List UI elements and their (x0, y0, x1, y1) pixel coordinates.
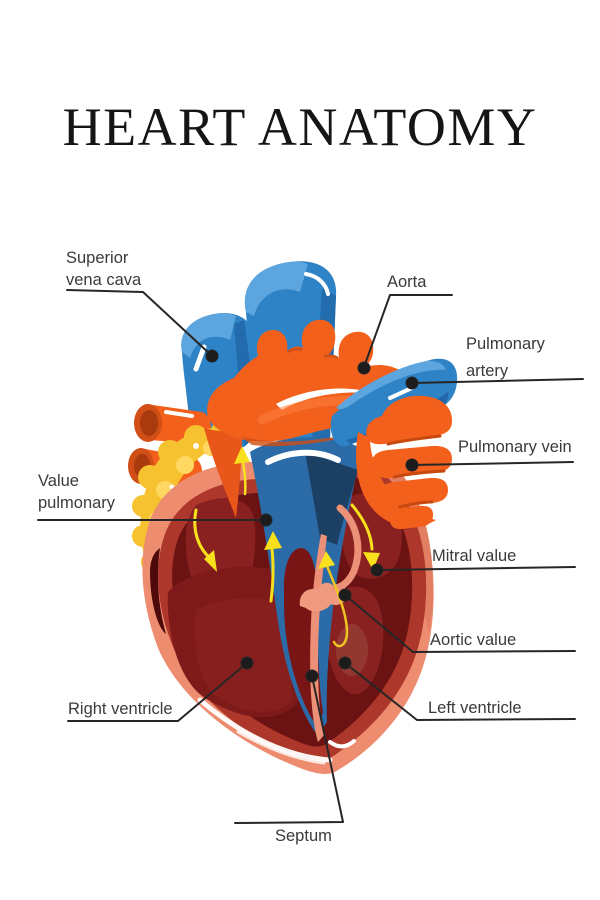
label-septum: Septum (275, 827, 332, 845)
label-value-pulmonary: Value pulmonary (38, 472, 116, 512)
heart-illustration (128, 261, 458, 774)
leader-septum (234, 675, 344, 824)
label-mitral-value: Mitral value (432, 547, 516, 565)
label-pulmonary-artery: Pulmonary artery (466, 335, 549, 380)
leader-mitral-value (376, 566, 576, 571)
aorta-root-flap (204, 428, 242, 518)
leader-pulmonary-artery (411, 378, 584, 384)
mitral-valve-shape (331, 504, 362, 592)
label-aorta: Aorta (387, 273, 427, 291)
label-aortic-value: Aortic value (430, 631, 516, 649)
leader-right-ventricle (67, 662, 248, 722)
heart-chambers (150, 493, 402, 718)
leader-aorta (363, 294, 453, 368)
label-right-ventricle: Right ventricle (68, 700, 173, 718)
label-superior-vena-cava: Superior vena cava (66, 249, 142, 289)
leader-superior-vena-cava (66, 289, 212, 356)
leader-dots (205, 349, 419, 683)
labels: Superior vena cava Aorta Pulmonary arter… (38, 249, 572, 845)
leader-aortic-value (344, 594, 576, 653)
label-pulmonary-vein: Pulmonary vein (458, 438, 572, 456)
leader-lines (37, 289, 584, 824)
flow-arrows (193, 446, 380, 648)
leader-left-ventricle (344, 662, 576, 721)
label-left-ventricle: Left ventricle (428, 699, 522, 717)
page-title: HEART ANATOMY (62, 97, 538, 157)
leader-pulmonary-vein (411, 461, 574, 466)
